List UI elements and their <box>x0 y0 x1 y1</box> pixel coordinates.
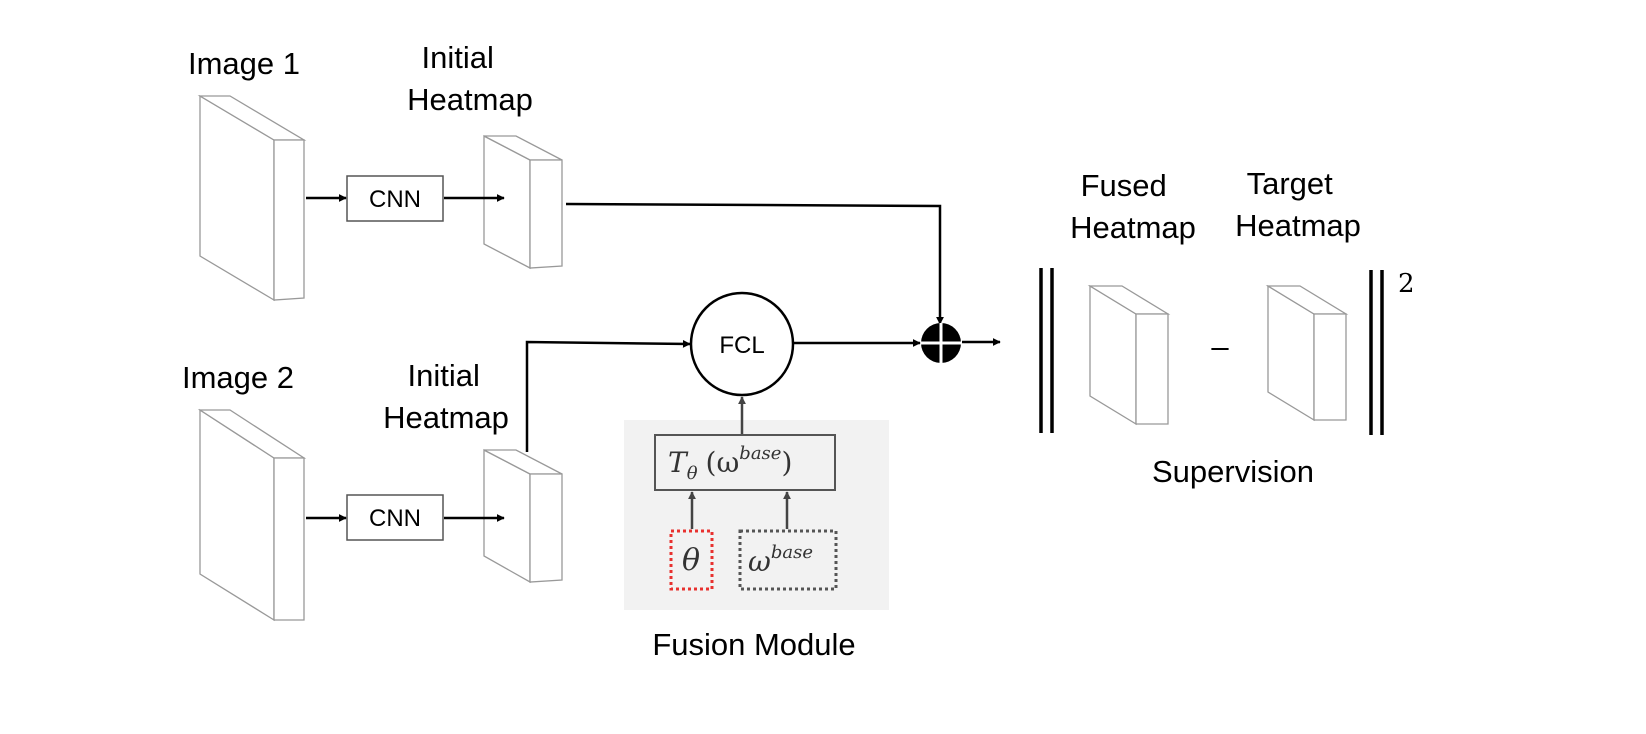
fusion-module-label: Fusion Module <box>652 627 855 662</box>
cnn-box-2 <box>346 494 444 541</box>
norm-exponent: 2 <box>1398 269 1415 299</box>
initial-heatmap-2-block <box>483 448 563 584</box>
arrow-heatmap1-to-combiner <box>565 202 944 325</box>
norm-bars-left <box>1039 268 1054 433</box>
theta-symbol: θ <box>682 543 700 578</box>
cnn-label-1: CNN <box>369 186 421 213</box>
fused-heatmap-label: Fused Heatmap <box>1070 168 1196 245</box>
minus-sign: – <box>1211 329 1229 364</box>
norm-bars-right <box>1369 270 1384 435</box>
transform-box <box>654 434 836 491</box>
image-1-block <box>197 94 307 302</box>
fused-heatmap-block <box>1087 284 1171 426</box>
image-2-block <box>197 408 307 622</box>
theta-box <box>669 529 714 591</box>
arrow-heatmap2-to-fcl <box>525 339 691 452</box>
omega-base-box <box>738 529 838 591</box>
fcl-node <box>689 291 795 397</box>
supervision-label: Supervision <box>1152 454 1314 489</box>
omega-base-symbol: ωbase <box>748 542 813 578</box>
cnn-box-1 <box>346 175 444 222</box>
combine-plus-icon <box>921 323 961 363</box>
fcl-label: FCL <box>719 332 764 359</box>
initial-heatmap-1-label: Initial Heatmap <box>407 40 533 117</box>
image-1-label: Image 1 <box>188 46 300 81</box>
transform-formula: Tθ(ωbase) <box>668 443 792 484</box>
initial-heatmap-1-block <box>483 134 563 270</box>
image-2-label: Image 2 <box>182 360 294 395</box>
target-heatmap-block <box>1265 284 1349 422</box>
target-heatmap-label: Target Heatmap <box>1235 166 1361 243</box>
cnn-label-2: CNN <box>369 505 421 532</box>
fusion-module-background <box>624 420 889 610</box>
initial-heatmap-2-label: Initial Heatmap <box>383 358 509 435</box>
